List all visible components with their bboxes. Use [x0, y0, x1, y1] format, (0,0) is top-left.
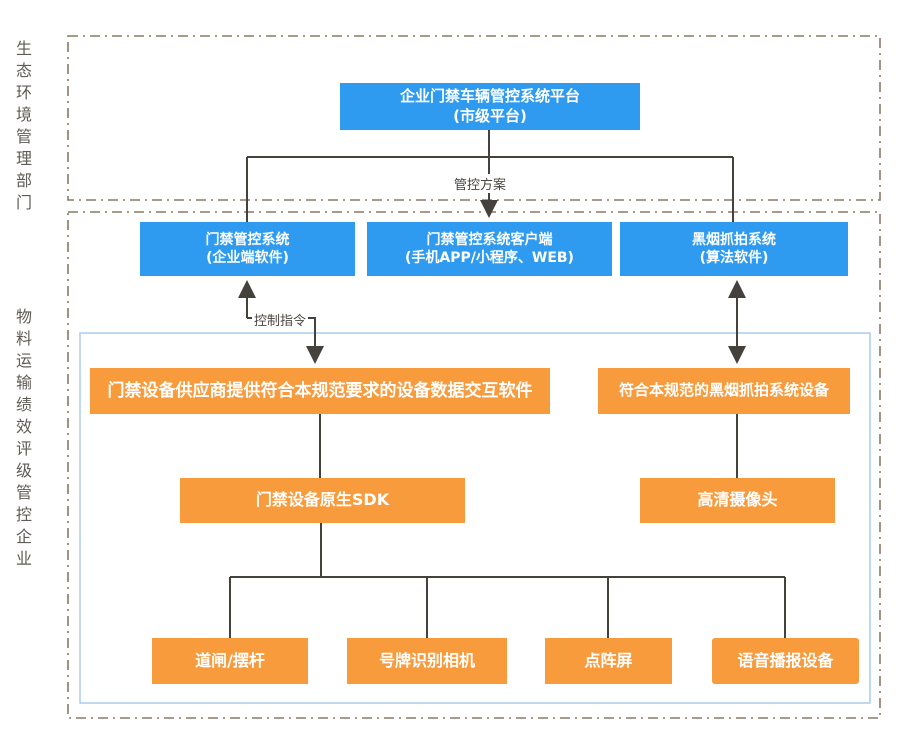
barrier-gate-node: 道闸/摆杆 — [152, 638, 308, 684]
sdk-node: 门禁设备原生SDK — [180, 478, 465, 523]
plate-recognition-camera-node: 号牌识别相机 — [347, 638, 507, 684]
hd-camera-node: 高清摄像头 — [640, 478, 835, 523]
platform-node-line2: (市级平台) — [453, 106, 527, 125]
voice-broadcast-node: 语音播报设备 — [712, 638, 859, 684]
enterprise-side-label: 物料运输绩效评级管控企业 — [13, 308, 32, 572]
device-layer-box — [79, 332, 871, 704]
client-system-line1: 门禁管控系统客户端 — [426, 231, 553, 248]
smoke-capture-system-line2: (算法软件) — [699, 250, 769, 266]
dot-matrix-screen-node: 点阵屏 — [545, 638, 672, 684]
client-system-node: 门禁管控系统客户端 (手机APP/小程序、WEB) — [367, 222, 612, 276]
department-boundary-box — [67, 35, 881, 201]
access-control-system-node: 门禁管控系统 (企业端软件) — [140, 222, 355, 276]
access-control-system-line2: (企业端软件) — [206, 250, 289, 266]
access-control-system-line1: 门禁管控系统 — [205, 231, 290, 248]
control-edge-label: 控制指令 — [252, 310, 309, 329]
smoke-capture-system-line1: 黑烟抓拍系统 — [692, 231, 776, 248]
plan-edge-label: 管控方案 — [452, 174, 509, 193]
platform-node: 企业门禁车辆管控系统平台 (市级平台) — [340, 83, 640, 130]
department-side-label: 生态环境管理部门 — [13, 40, 32, 216]
smoke-capture-system-node: 黑烟抓拍系统 (算法软件) — [620, 222, 848, 276]
enterprise-boundary-box — [67, 211, 881, 719]
platform-node-line1: 企业门禁车辆管控系统平台 — [399, 87, 580, 105]
smoke-device-node: 符合本规范的黑烟抓拍系统设备 — [598, 368, 850, 414]
access-device-software-node: 门禁设备供应商提供符合本规范要求的设备数据交互软件 — [90, 368, 550, 414]
client-system-line2: (手机APP/小程序、WEB) — [405, 250, 574, 266]
